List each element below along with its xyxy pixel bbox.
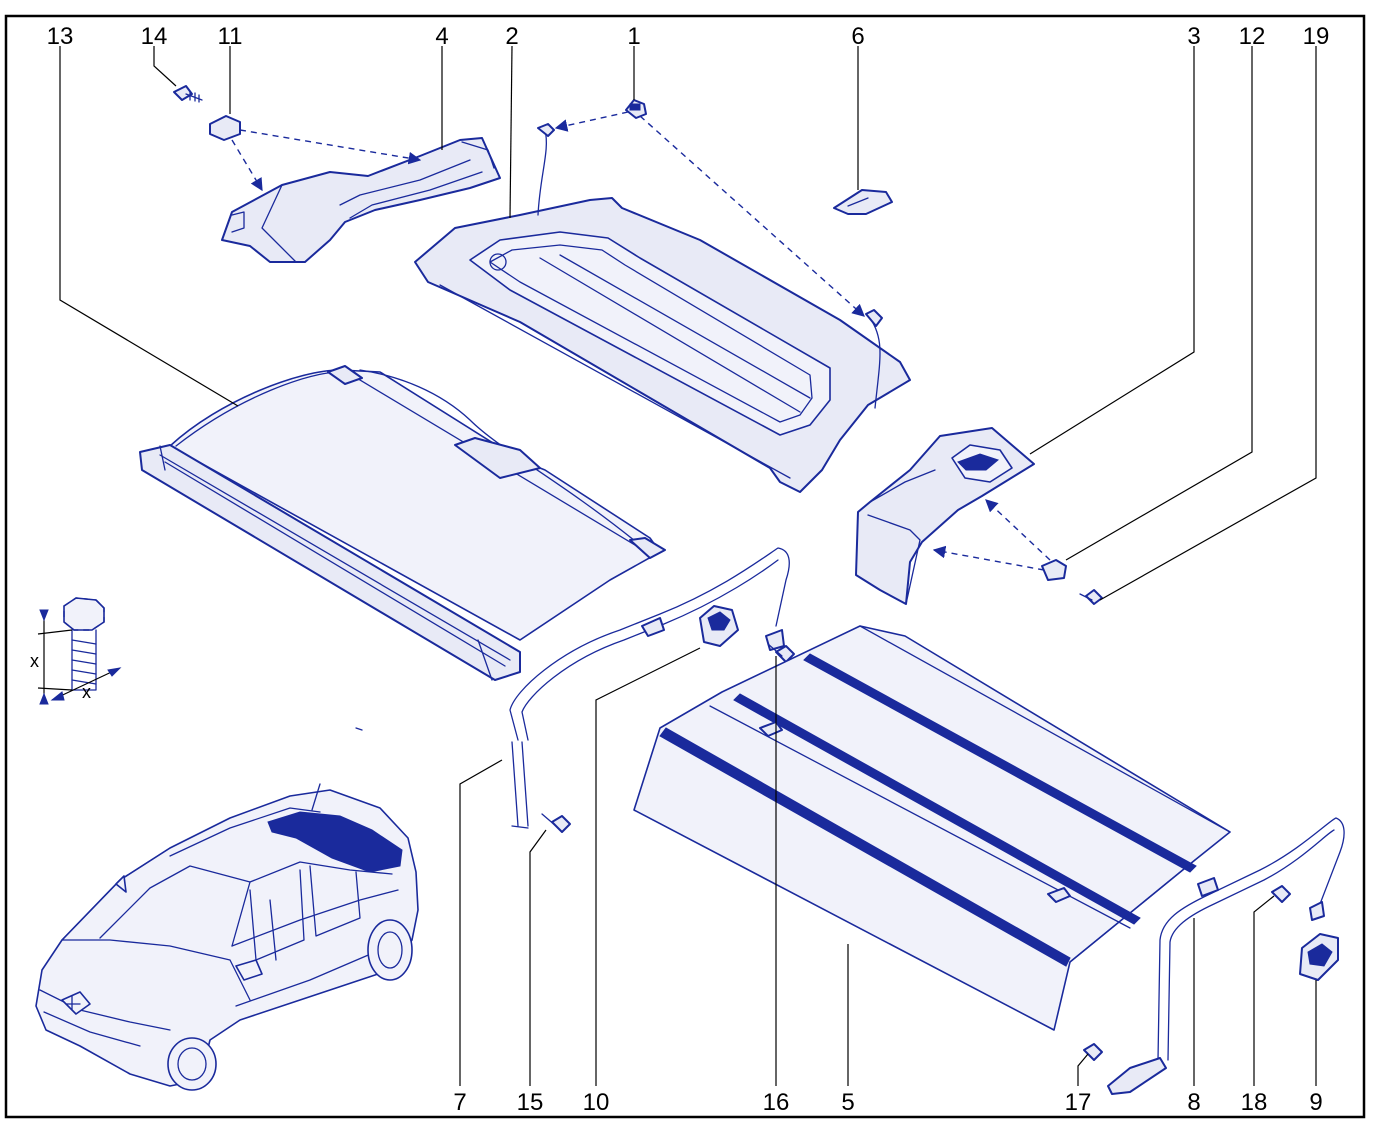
callout-6: 6 — [851, 23, 864, 50]
callout-1: 1 — [627, 23, 640, 50]
part-4-left-side-trim — [221, 137, 501, 263]
assembly-lines — [231, 111, 1051, 571]
callout-13: 13 — [47, 23, 74, 50]
part-13-cargo-cover — [139, 365, 666, 681]
bolt-dimension-detail: x x — [30, 597, 122, 705]
callout-5: 5 — [841, 1089, 854, 1116]
part-17-bolt — [1083, 1043, 1103, 1061]
callout-9: 9 — [1309, 1089, 1322, 1116]
part-18-bolt — [1271, 885, 1291, 903]
callout-3: 3 — [1187, 23, 1200, 50]
shelf-cord — [537, 123, 883, 409]
dimension-label-vertical: x — [30, 651, 39, 671]
part-9-rubber-mount — [1299, 933, 1339, 981]
callout-12: 12 — [1239, 23, 1266, 50]
car-location-view — [35, 727, 419, 1091]
part-7-left-support-bracket — [509, 547, 790, 829]
callout-16: 16 — [763, 1089, 790, 1116]
callout-11: 11 — [218, 23, 243, 50]
callout-14: 14 — [141, 23, 168, 50]
callout-17: 17 — [1065, 1089, 1092, 1116]
dimension-label-horizontal: x — [82, 682, 91, 702]
part-10-rubber-mount — [699, 605, 739, 647]
callout-18: 18 — [1241, 1089, 1268, 1116]
part-14-screw — [173, 85, 203, 103]
callout-4: 4 — [435, 23, 448, 50]
callout-8: 8 — [1187, 1089, 1200, 1116]
part-3-right-side-trim — [855, 427, 1035, 605]
leader-lines — [59, 45, 1317, 1086]
callout-10: 10 — [583, 1089, 610, 1116]
callout-15: 15 — [517, 1089, 544, 1116]
part-6-hook — [833, 189, 893, 215]
part-1-clip — [625, 99, 647, 119]
part-16-bolt — [767, 643, 795, 663]
part-5-boot-floor-panel — [633, 625, 1231, 1031]
callout-7: 7 — [453, 1089, 466, 1116]
diagram-frame — [4, 14, 1366, 1119]
callout-19: 19 — [1303, 23, 1330, 50]
part-12-clip — [1041, 559, 1067, 581]
part-15-bolt — [541, 813, 571, 833]
part-11-clip — [209, 115, 241, 141]
part-19-screw — [1079, 589, 1103, 605]
part-2-parcel-shelf — [414, 197, 911, 493]
callout-2: 2 — [505, 23, 518, 50]
callout-labels: 1 2 3 4 5 6 7 8 9 10 11 12 13 14 15 16 1… — [47, 23, 1330, 1116]
part-8-right-support-bracket — [1107, 817, 1345, 1095]
